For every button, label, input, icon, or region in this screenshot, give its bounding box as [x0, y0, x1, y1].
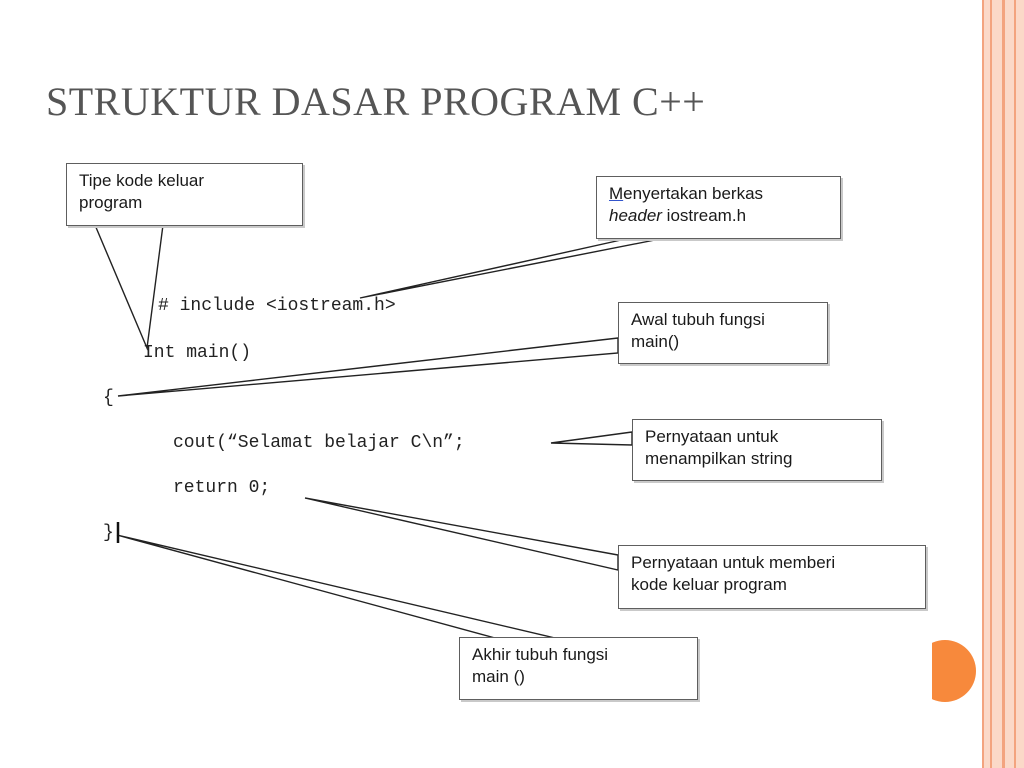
- connector-menyertakan: [359, 237, 666, 299]
- callout-pernyataan-string: Pernyataan untuk menampilkan string: [632, 419, 882, 481]
- callout-tipe-kode-keluar: Tipe kode keluar program: [66, 163, 303, 226]
- callout-text-line: Menyertakan berkas: [609, 183, 828, 205]
- callout-menyertakan-berkas: Menyertakan berkas header iostream.h: [596, 176, 841, 239]
- connector-tipe-kode: [93, 224, 164, 351]
- callout-awal-tubuh-fungsi: Awal tubuh fungsi main(): [618, 302, 828, 364]
- callout-text-line: header iostream.h: [609, 205, 828, 227]
- callout-text: kode keluar program: [631, 575, 787, 594]
- callout-pernyataan-kode-keluar: Pernyataan untuk memberi kode keluar pro…: [618, 545, 926, 609]
- connector-akhir-tubuh: [116, 534, 556, 639]
- callout-text: main (): [472, 667, 525, 686]
- code-cout-line: cout(“Selamat belajar C\n”;: [173, 433, 465, 453]
- slide-title: STRUKTUR DASAR PROGRAM C++: [46, 79, 706, 124]
- callout-text: iostream.h: [661, 206, 747, 225]
- code-open-brace: {: [103, 388, 114, 408]
- callout-text: program: [79, 193, 143, 212]
- callout-text: Pernyataan untuk: [645, 427, 779, 446]
- code-close-brace: }: [103, 523, 114, 543]
- stripe-line: [1002, 0, 1005, 768]
- callout-akhir-tubuh-fungsi: Akhir tubuh fungsi main (): [459, 637, 698, 700]
- code-return-line: return 0;: [173, 478, 271, 498]
- callout-text: enyertakan berkas: [623, 184, 764, 203]
- code-include-line: # include <iostream.h>: [158, 296, 396, 316]
- callout-text-italic: header: [609, 206, 662, 225]
- callout-text: Awal tubuh fungsi: [631, 310, 765, 329]
- stripe-line: [982, 0, 984, 768]
- stripe-line: [990, 0, 992, 768]
- callout-text: main(): [631, 332, 680, 351]
- callout-text: Pernyataan untuk memberi: [631, 553, 836, 572]
- callout-text: Akhir tubuh fungsi: [472, 645, 609, 664]
- code-main-line: Int main(): [143, 343, 252, 363]
- stripe-line: [1014, 0, 1016, 768]
- callout-text: menampilkan string: [645, 449, 793, 468]
- callout-text: Tipe kode keluar: [79, 171, 205, 190]
- callout-text: M: [609, 184, 624, 203]
- accent-mask: [900, 630, 932, 710]
- connector-pernyataan-string: [550, 431, 633, 446]
- connector-pernyataan-kode: [304, 497, 619, 571]
